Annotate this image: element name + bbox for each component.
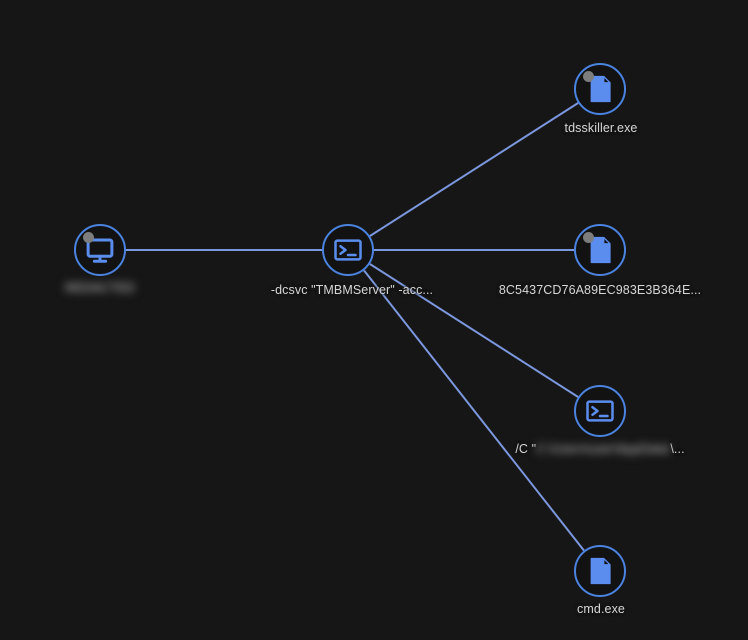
label-redacted-path: C:\Users\user\AppData\ [536, 442, 671, 456]
graph-node-label-file-cmd: cmd.exe [577, 602, 625, 616]
graph-node-label-file-tdsskiller: tdsskiller.exe [564, 121, 638, 135]
graph-node-file-hash[interactable] [574, 224, 626, 276]
graph-edge [369, 263, 579, 398]
graph-node-file-cmd[interactable] [574, 545, 626, 597]
graph-node-label-host: REDACTED [65, 281, 135, 295]
graph-node-host[interactable] [74, 224, 126, 276]
terminal-icon [586, 400, 614, 422]
graph-node-label-file-hash: 8C5437CD76A89EC983E3B364E... [498, 283, 702, 297]
node-status-badge [83, 232, 94, 243]
graph-edge [369, 102, 579, 237]
graph-node-label-process-child: /C "C:\Users\user\AppData\\... [515, 441, 684, 457]
node-status-badge [583, 71, 594, 82]
graph-node-label-process-main: -dcsvc "TMBMServer" -acc... [270, 283, 434, 297]
file-icon [590, 75, 611, 103]
graph-node-file-tdsskiller[interactable] [574, 63, 626, 115]
label-prefix: /C " [515, 442, 537, 456]
node-status-badge [583, 232, 594, 243]
file-icon [590, 236, 611, 264]
graph-node-process-main[interactable] [322, 224, 374, 276]
terminal-icon [334, 239, 362, 261]
graph-edge [363, 269, 585, 552]
graph-node-process-child[interactable] [574, 385, 626, 437]
file-icon [590, 557, 611, 585]
label-suffix: \... [670, 442, 685, 456]
monitor-icon [86, 238, 114, 263]
